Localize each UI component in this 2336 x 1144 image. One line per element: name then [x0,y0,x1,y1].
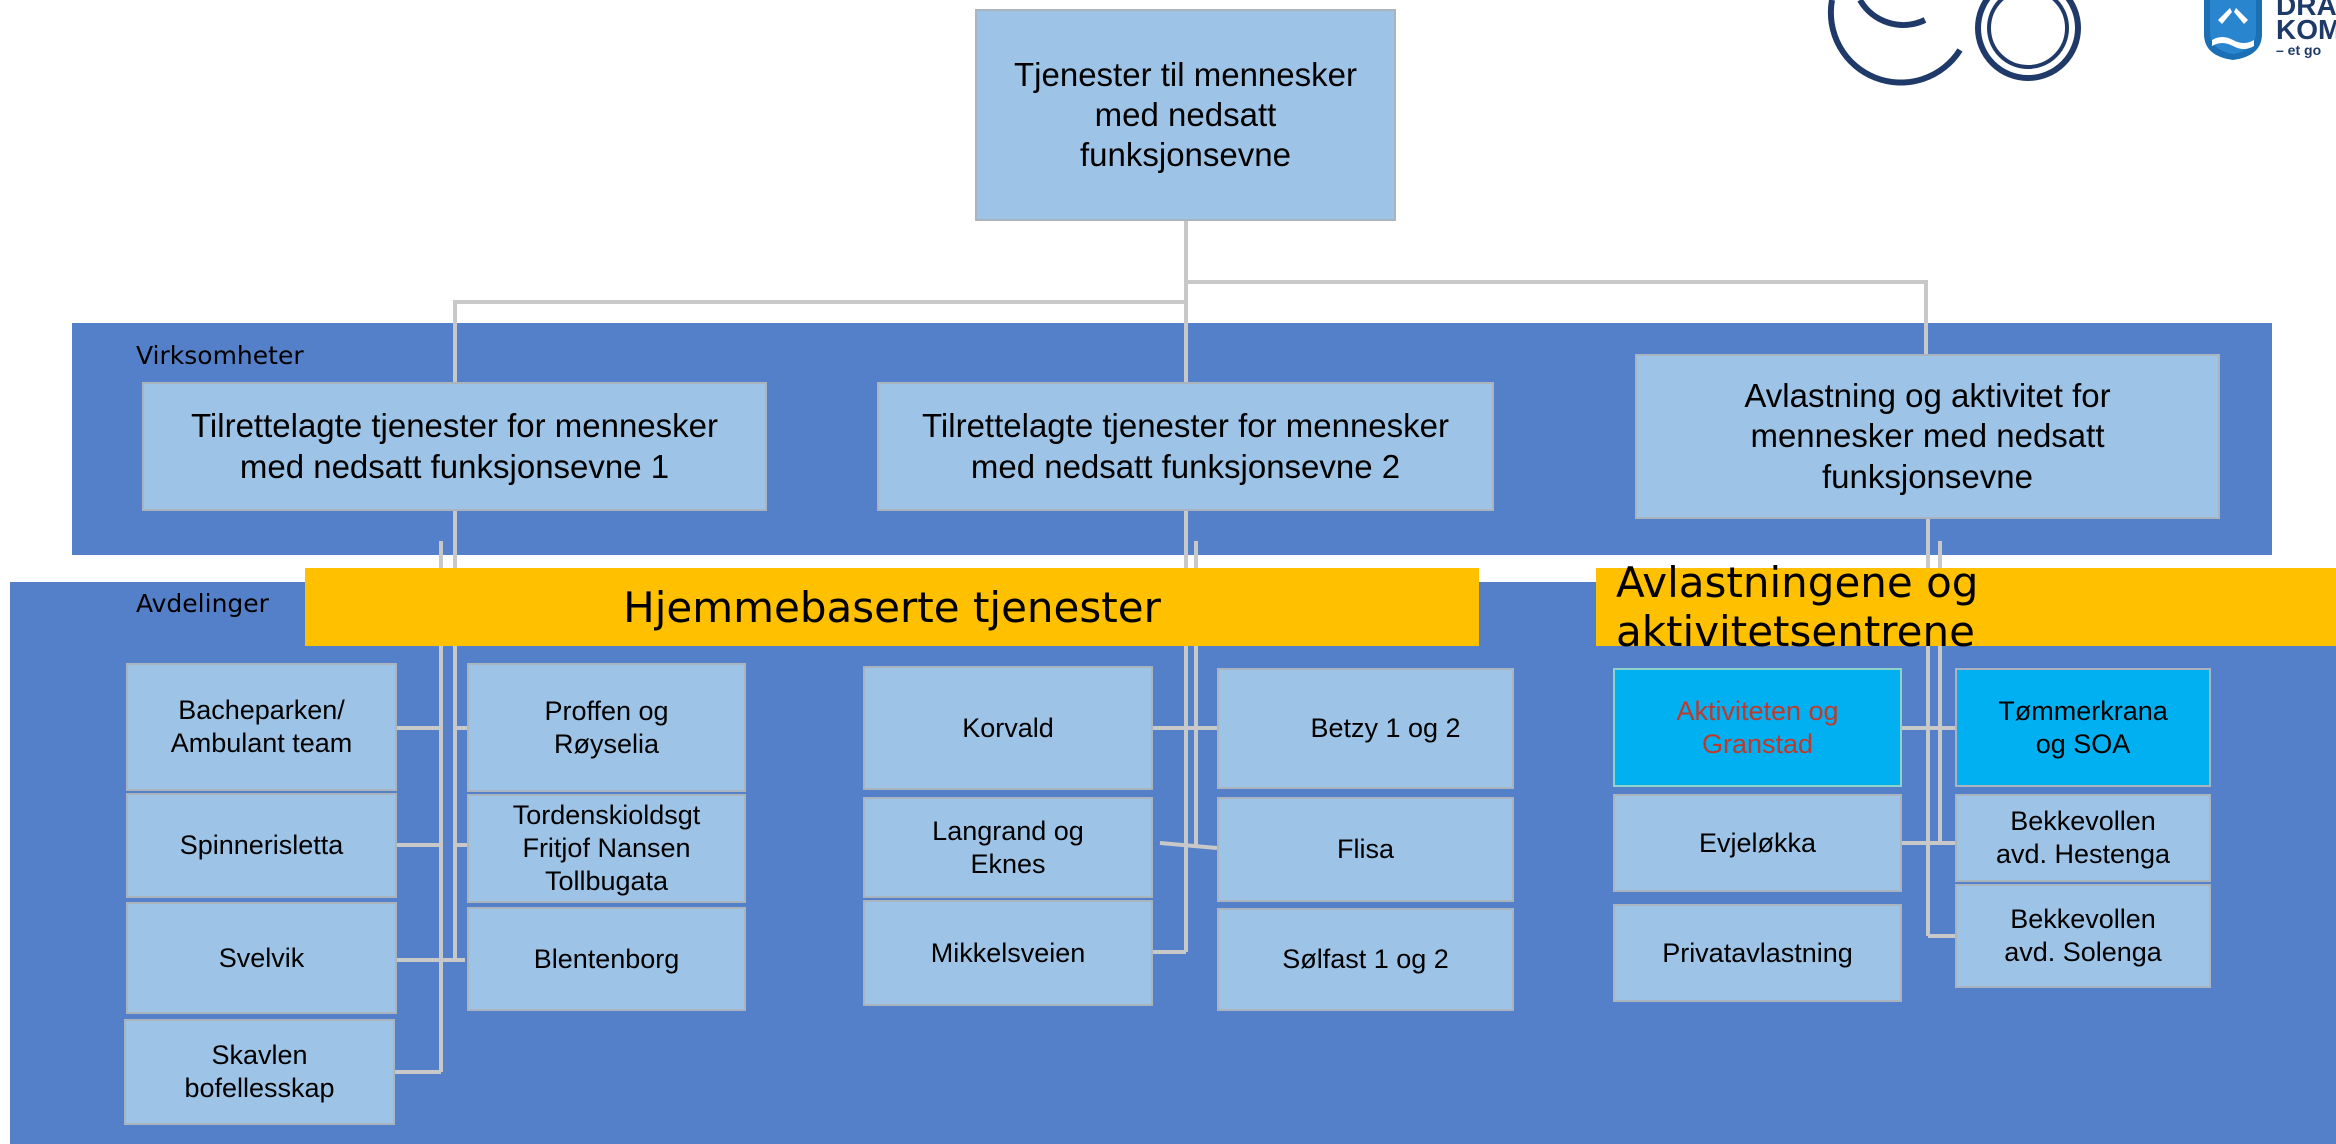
department-node: Flisa [1217,797,1514,902]
unit-node-1: Tilrettelagte tjenester for mennesker me… [142,382,767,511]
department-label: Mikkelsveien [930,937,1086,968]
department-label: Skavlen bofellesskap [184,1040,335,1103]
department-node: Bekkevollen avd. Solenga [1955,884,2211,988]
department-node: Bacheparken/ Ambulant team [126,663,397,791]
unit-label-3: Avlastning og aktivitet for mennesker me… [1744,377,2111,495]
department-label: Bekkevollen avd. Solenga [2004,904,2162,967]
avdelinger-band [10,582,2336,1144]
department-node: Blentenborg [467,907,746,1011]
department-node: Betzy 1 og 2 [1217,668,1514,789]
department-label: Tømmerkrana og SOA [1998,695,2168,759]
root-node: Tjenester til mennesker med nedsatt funk… [975,9,1396,221]
department-label: Flisa [1336,834,1394,865]
department-label: Evjeløkka [1698,827,1817,858]
department-label: Bekkevollen avd. Hestenga [1995,806,2171,869]
logo-text-line1: DRA [2276,0,2336,21]
department-label: Aktiviteten og Granstad [1676,695,1839,759]
avdelinger-label: Avdelinger [136,589,269,618]
unit-node-2: Tilrettelagte tjenester for mennesker me… [877,382,1494,511]
category-bar-hjemmebaserte: Hjemmebaserte tjenester [305,568,1479,646]
department-node: Evjeløkka [1613,794,1902,892]
root-label: Tjenester til mennesker med nedsatt funk… [1014,55,1357,174]
department-label: Blentenborg [533,943,680,974]
department-node: Tordenskioldsgt Fritjof Nansen Tollbugat… [467,794,746,903]
department-node: Privatavlastning [1613,904,1902,1002]
department-label: Svelvik [218,942,305,973]
department-label: Korvald [962,712,1054,743]
department-node-highlight: Aktiviteten og Granstad [1613,668,1902,787]
department-label: Betzy 1 og 2 [1310,713,1461,744]
department-node-highlight: Tømmerkrana og SOA [1955,668,2211,787]
department-node: Spinnerisletta [126,793,397,898]
department-node: Korvald [863,666,1153,790]
department-node: Sølfast 1 og 2 [1217,908,1514,1011]
unit-node-3: Avlastning og aktivitet for mennesker me… [1635,354,2220,519]
logo-tagline: – et go [2276,42,2322,58]
virksomheter-label: Virksomheter [136,341,304,370]
municipal-logo: DRA KOM – et go [2200,0,2336,62]
department-label: Sølfast 1 og 2 [1282,944,1449,975]
category-label-avlastningene: Avlastningene og aktivitetsentrene [1616,558,1979,656]
department-label: Spinnerisletta [179,830,344,861]
department-label: Privatavlastning [1662,937,1853,968]
unit-label-1: Tilrettelagte tjenester for mennesker me… [190,407,719,485]
department-label: Langrand og Eknes [932,815,1084,879]
category-bar-avlastningene: Avlastningene og aktivitetsentrene [1596,558,2336,656]
department-node: Mikkelsveien [863,900,1153,1006]
department-node: Langrand og Eknes [863,797,1153,898]
department-node: Bekkevollen avd. Hestenga [1955,794,2211,882]
department-label: Proffen og Røyselia [544,695,669,759]
department-label: Bacheparken/ Ambulant team [170,695,353,758]
category-label-hjemmebaserte: Hjemmebaserte tjenester [623,582,1161,632]
coat-of-arms-icon [2204,0,2262,60]
unit-label-2: Tilrettelagte tjenester for mennesker me… [921,407,1450,485]
department-label: Tordenskioldsgt Fritjof Nansen Tollbugat… [512,800,701,896]
department-node: Skavlen bofellesskap [124,1019,395,1125]
department-node: Proffen og Røyselia [467,663,746,792]
department-node: Svelvik [126,902,397,1014]
logo-text-line2: KOM [2276,14,2336,45]
